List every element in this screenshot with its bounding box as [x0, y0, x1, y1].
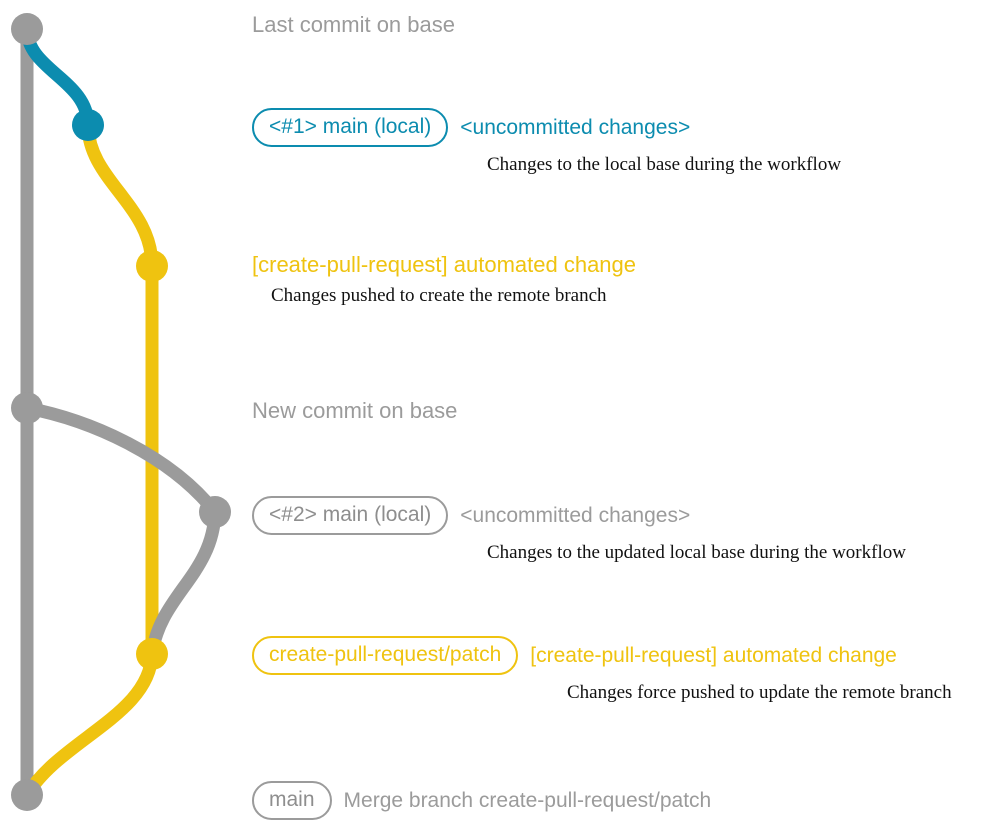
row-new-commit-on-base: New commit on base	[252, 398, 457, 424]
row-automated-change-create: [create-pull-request] automated change C…	[252, 252, 636, 307]
node-base-new	[11, 392, 43, 424]
commit-subject-uncommitted-1: <uncommitted changes>	[460, 116, 691, 139]
node-base-head	[11, 13, 43, 45]
branch-badge-main-local-1[interactable]: <#1> main (local)	[252, 108, 449, 147]
heading-new-commit-on-base: New commit on base	[252, 398, 458, 423]
commit-caption-4: Changes force pushed to update the remot…	[567, 682, 952, 703]
row-head: create-pull-request/patch [create-pull-r…	[252, 636, 952, 675]
commit-caption-2: Changes pushed to create the remote bran…	[271, 285, 607, 306]
commit-subject-automated-change-update: [create-pull-request] automated change	[530, 644, 897, 667]
edge-base-to-local1	[20, 22, 95, 132]
commit-subject-merge: Merge branch create-pull-request/patch	[343, 789, 712, 812]
heading-automated-change-create: [create-pull-request] automated change	[252, 252, 637, 277]
node-patch-create	[136, 250, 168, 282]
branch-badge-create-pull-request-patch[interactable]: create-pull-request/patch	[252, 636, 519, 675]
commit-caption-3: Changes to the updated local base during…	[487, 542, 906, 563]
commit-nodes	[11, 13, 231, 811]
row-automated-change-update: create-pull-request/patch [create-pull-r…	[252, 636, 952, 704]
edge-local2-to-patchupdate	[145, 505, 222, 661]
node-local-1	[72, 109, 104, 141]
heading-last-commit-on-base: Last commit on base	[252, 12, 455, 37]
branch-badge-main[interactable]: main	[252, 781, 332, 820]
branch-badge-main-local-2[interactable]: <#2> main (local)	[252, 496, 449, 535]
row-local-uncommitted-1: <#1> main (local) <uncommitted changes> …	[252, 108, 841, 176]
edge-local1-to-patch	[81, 118, 159, 273]
row-head: main Merge branch create-pull-request/pa…	[252, 781, 711, 820]
row-local-uncommitted-2: <#2> main (local) <uncommitted changes> …	[252, 496, 906, 564]
node-patch-update	[136, 638, 168, 670]
node-base-merge	[11, 779, 43, 811]
row-last-commit-on-base: Last commit on base	[252, 12, 455, 38]
row-head: <#2> main (local) <uncommitted changes>	[252, 496, 906, 535]
node-local-2	[199, 496, 231, 528]
commit-caption-1: Changes to the local base during the wor…	[487, 154, 842, 175]
edge-patchupdate-to-merge	[20, 647, 159, 802]
row-merge-commit: main Merge branch create-pull-request/pa…	[252, 781, 711, 820]
commit-graph	[11, 13, 231, 811]
commit-subject-uncommitted-2: <uncommitted changes>	[460, 504, 691, 527]
row-head: <#1> main (local) <uncommitted changes>	[252, 108, 841, 147]
edge-basenew-to-local2	[20, 401, 222, 519]
